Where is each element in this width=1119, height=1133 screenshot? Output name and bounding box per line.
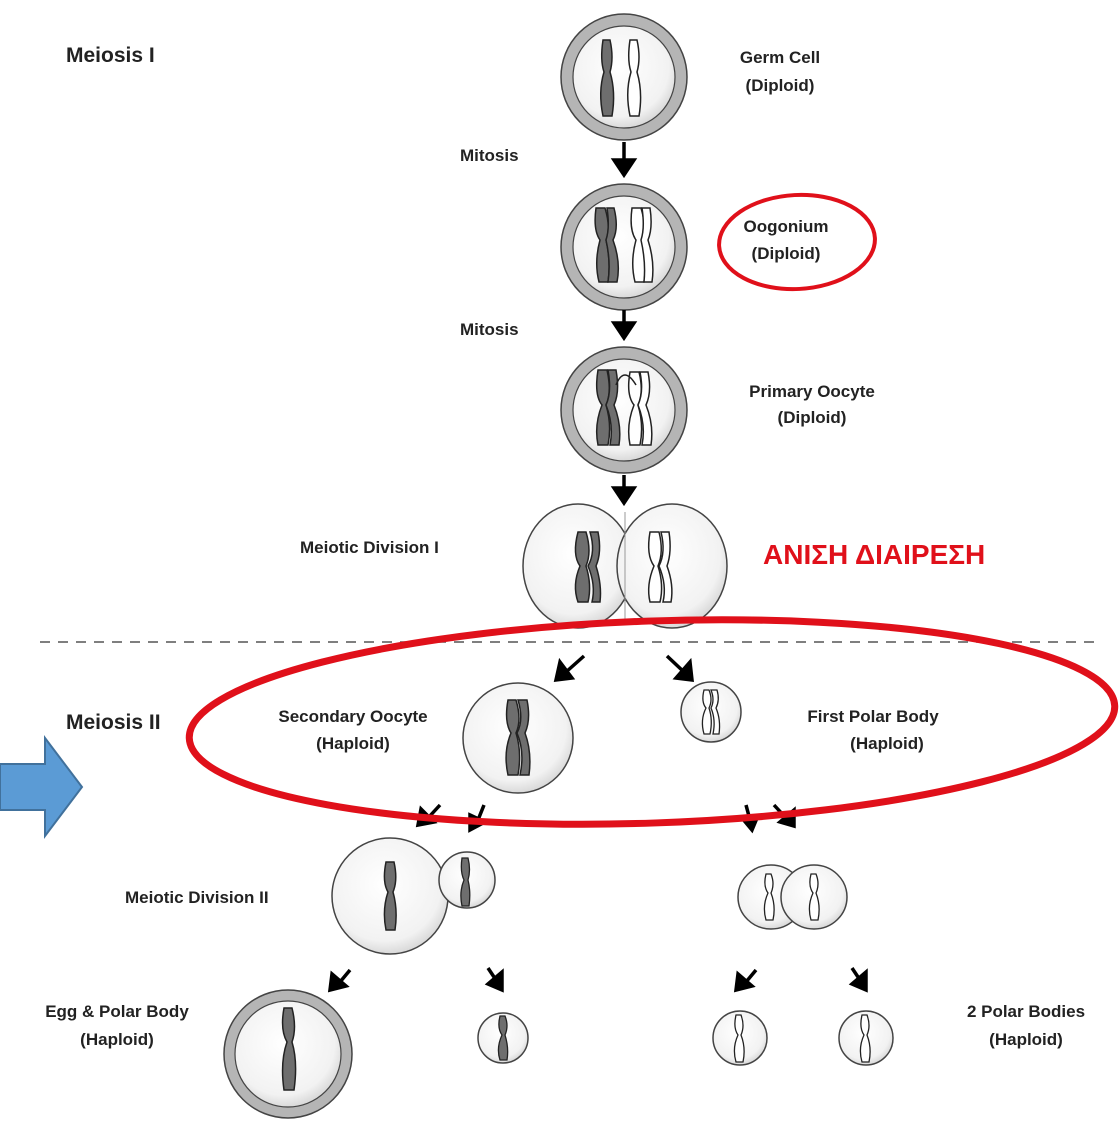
secondary-oocyte-label: Secondary Oocyte (278, 707, 427, 726)
polar-body-from-oocyte (477, 1012, 529, 1064)
oogonium-cell (560, 183, 688, 311)
meiotic-division-1-cell (522, 503, 728, 629)
secondary-oocyte-ploidy: (Haploid) (316, 734, 390, 753)
first-polar-body-ploidy: (Haploid) (850, 734, 924, 753)
germ-cell (560, 13, 688, 141)
diagram-labels: Meiosis I Meiosis II Mitosis Mitosis Ger… (45, 44, 1085, 1049)
meiotic-division-2-label: Meiotic Division II (125, 888, 269, 907)
mitosis-label-1: Mitosis (460, 146, 519, 165)
egg-polar-body-label: Egg & Polar Body (45, 1002, 189, 1021)
polar-body-division-cell (737, 864, 848, 930)
germ-cell-label: Germ Cell (740, 48, 820, 67)
two-polar-bodies-label: 2 Polar Bodies (967, 1002, 1085, 1021)
meiotic-division-1-label: Meiotic Division I (300, 538, 439, 557)
oogonium-highlight (717, 192, 877, 292)
primary-oocyte-cell (560, 346, 688, 474)
two-polar-bodies-ploidy: (Haploid) (989, 1030, 1063, 1049)
first-polar-body-label: First Polar Body (807, 707, 939, 726)
germ-cell-ploidy: (Diploid) (746, 76, 815, 95)
egg-polar-body-ploidy: (Haploid) (80, 1030, 154, 1049)
oogonium-label: Oogonium (744, 217, 829, 236)
blue-arrow-icon (0, 735, 84, 839)
polar-body-right (838, 1010, 894, 1066)
primary-oocyte-ploidy: (Diploid) (778, 408, 847, 427)
first-polar-body-cell (680, 681, 742, 743)
unequal-division-label: ΑΝΙΣΗ ΔΙΑΙΡΕΣΗ (763, 539, 985, 570)
oogonium-ploidy: (Diploid) (752, 244, 821, 263)
meiosis-2-label: Meiosis II (66, 711, 161, 734)
meiotic-division-2-cell (331, 837, 496, 955)
polar-body-left (712, 1010, 768, 1066)
meiosis-1-label: Meiosis I (66, 44, 155, 67)
mitosis-label-2: Mitosis (460, 320, 519, 339)
egg-cell (223, 989, 353, 1119)
meiosis-2-highlight (185, 616, 1119, 828)
secondary-oocyte-cell (462, 682, 574, 794)
primary-oocyte-label: Primary Oocyte (749, 382, 875, 401)
